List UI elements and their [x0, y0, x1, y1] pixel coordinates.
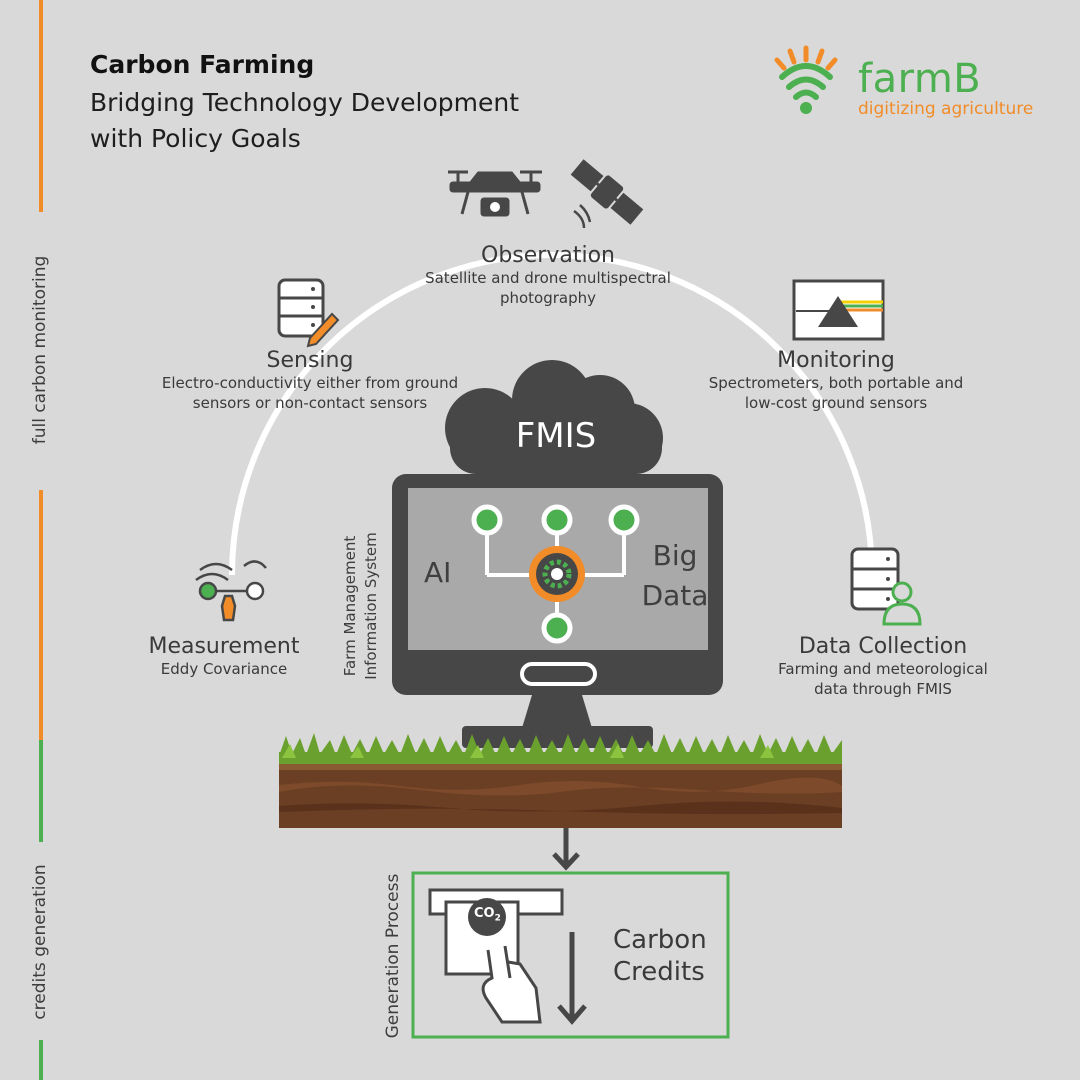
grass [279, 733, 842, 764]
data-collection-title: Data Collection [798, 634, 968, 659]
sensing-desc-line1: Electro-conductivity either from ground [161, 374, 459, 392]
page-subtitle-line1: Bridging Technology Development [90, 88, 520, 117]
measurement-desc-line1: Eddy Covariance [160, 660, 288, 678]
big-data-label: Big Data [640, 536, 710, 616]
ai-label: AI [424, 556, 452, 589]
carbon-credits-line2: Credits [613, 957, 705, 987]
soil-layer [279, 760, 842, 828]
fmis-fullname-line1: Farm Management [341, 535, 359, 677]
network-nodes [471, 504, 640, 644]
atm-hand-icon [428, 888, 564, 1024]
anemometer-icon [195, 560, 267, 622]
big-data-line2: Data [641, 579, 709, 612]
brand-name: farmB [858, 56, 982, 102]
farmb-logo-icon [774, 45, 838, 114]
observation-desc-line2: photography [499, 289, 597, 307]
monitoring-desc-line2: low-cost ground sensors [744, 394, 928, 412]
satellite-icon [570, 159, 644, 225]
credits-down-arrow-icon [557, 932, 587, 1025]
fmis-label: FMIS [515, 416, 597, 456]
database-pencil-icon [277, 278, 340, 348]
page-subtitle-line2: with Policy Goals [90, 124, 301, 153]
page-title: Carbon Farming [90, 50, 315, 79]
measurement-title: Measurement [148, 634, 300, 659]
node-data-collection: Data Collection Farming and meteorologic… [763, 634, 1003, 699]
monitoring-arc [229, 252, 875, 576]
node-observation: Observation Satellite and drone multispe… [398, 243, 698, 308]
fmis-fullname: Farm Management Information System [340, 516, 384, 696]
brand-tagline: digitizing agriculture [858, 99, 1034, 119]
side-label-full-carbon-monitoring: full carbon monitoring [30, 255, 50, 445]
gear-icon [529, 546, 585, 602]
observation-title: Observation [481, 243, 615, 268]
node-measurement: Measurement Eddy Covariance [124, 634, 324, 679]
co2-text: CO [474, 906, 495, 921]
credits-box [411, 871, 730, 1039]
spectrometer-icon [792, 279, 885, 341]
side-label-credits-generation: credits generation [30, 864, 50, 1020]
big-data-line1: Big [652, 539, 698, 572]
monitoring-title: Monitoring [777, 348, 895, 373]
carbon-credits-label: Carbon Credits [613, 924, 707, 988]
down-arrow-icon [552, 828, 580, 871]
fmis-cloud [445, 360, 663, 474]
database-user-icon [850, 547, 922, 626]
co2-label: CO2 [474, 906, 501, 924]
node-monitoring: Monitoring Spectrometers, both portable … [696, 348, 976, 413]
carbon-credits-line1: Carbon [613, 925, 707, 955]
data-collection-desc-line2: data through FMIS [814, 680, 952, 698]
sensing-title: Sensing [266, 348, 354, 373]
co2-subscript: 2 [494, 913, 501, 924]
monitoring-desc-line1: Spectrometers, both portable and [708, 374, 964, 392]
signal-wave-icon [579, 204, 592, 223]
fmis-fullname-line2: Information System [362, 532, 380, 680]
observation-desc-line1: Satellite and drone multispectral [425, 269, 671, 287]
generation-process-label: Generation Process [383, 873, 403, 1039]
drone-icon [448, 170, 542, 217]
data-collection-desc-line1: Farming and meteorological [778, 660, 988, 678]
node-sensing: Sensing Electro-conductivity either from… [150, 348, 470, 413]
sensing-desc-line2: sensors or non-contact sensors [192, 394, 428, 412]
